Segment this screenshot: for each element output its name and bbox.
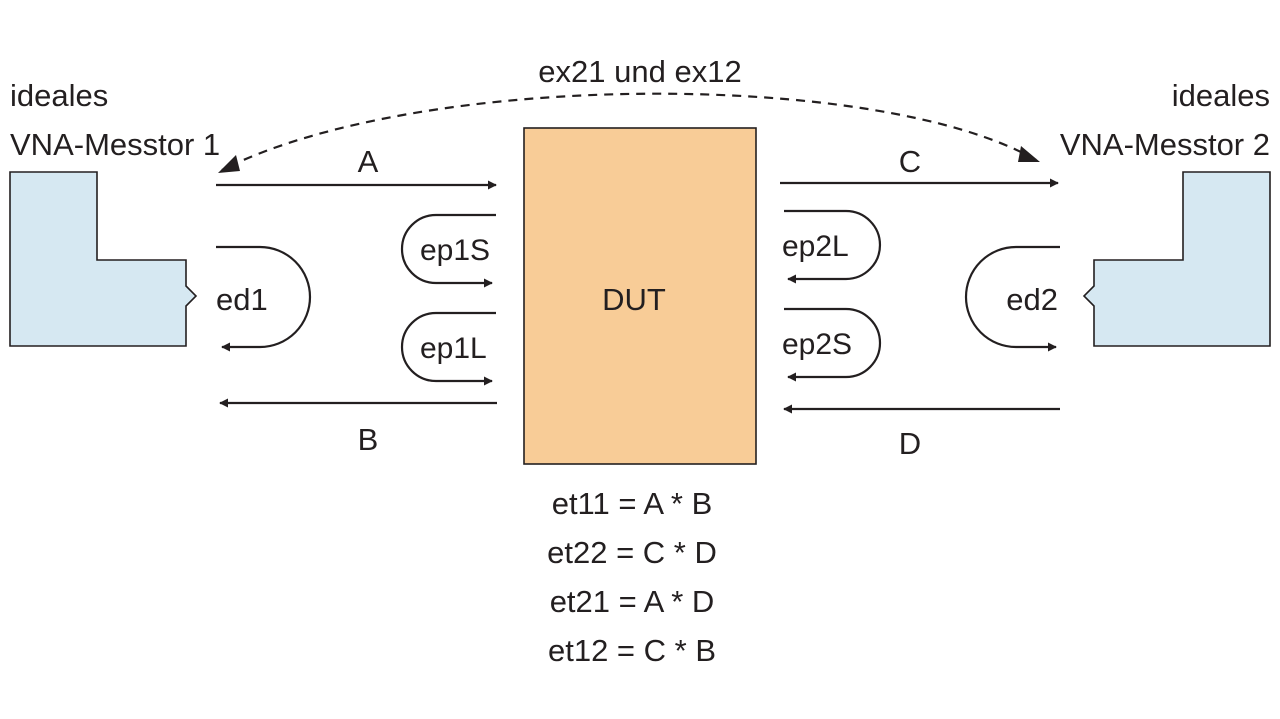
ep1s-label: ep1S <box>420 234 490 267</box>
equation-et12: et12 = C * B <box>548 633 716 668</box>
crosstalk-label: ex21 und ex12 <box>538 54 741 89</box>
ep1l-loop <box>400 311 496 386</box>
path-d-label: D <box>899 426 921 461</box>
port2-label-line1: ideales <box>1172 78 1270 113</box>
ep2l-loop <box>784 209 882 284</box>
port1-label-line1: ideales <box>10 78 108 113</box>
crosstalk-arrowhead-left <box>218 155 240 173</box>
ep2s-loop <box>784 307 882 382</box>
ed1-label: ed1 <box>216 282 268 317</box>
equation-et21: et21 = A * D <box>550 584 715 619</box>
ep1s-loop <box>400 213 496 288</box>
port1-label-line2: VNA-Messtor 1 <box>10 127 220 162</box>
port2-block <box>1082 171 1271 347</box>
ed1-loop <box>216 245 312 352</box>
crosstalk-arc <box>221 92 1037 171</box>
port1-block <box>9 171 198 347</box>
equation-et11: et11 = A * B <box>552 486 713 521</box>
ep2s-label: ep2S <box>782 328 852 361</box>
ep1l-label: ep1L <box>420 332 487 365</box>
dut-label: DUT <box>602 282 666 317</box>
ed2-label: ed2 <box>1006 282 1058 317</box>
crosstalk-arrowhead-right <box>1018 146 1040 162</box>
path-b-label: B <box>358 422 379 457</box>
path-a-label: A <box>358 144 379 179</box>
equation-et22: et22 = C * D <box>547 535 717 570</box>
ed2-loop <box>964 245 1060 352</box>
port2-label-line2: VNA-Messtor 2 <box>1060 127 1270 162</box>
dut-box <box>523 127 757 465</box>
ep2l-label: ep2L <box>782 230 849 263</box>
path-c-label: C <box>899 144 921 179</box>
